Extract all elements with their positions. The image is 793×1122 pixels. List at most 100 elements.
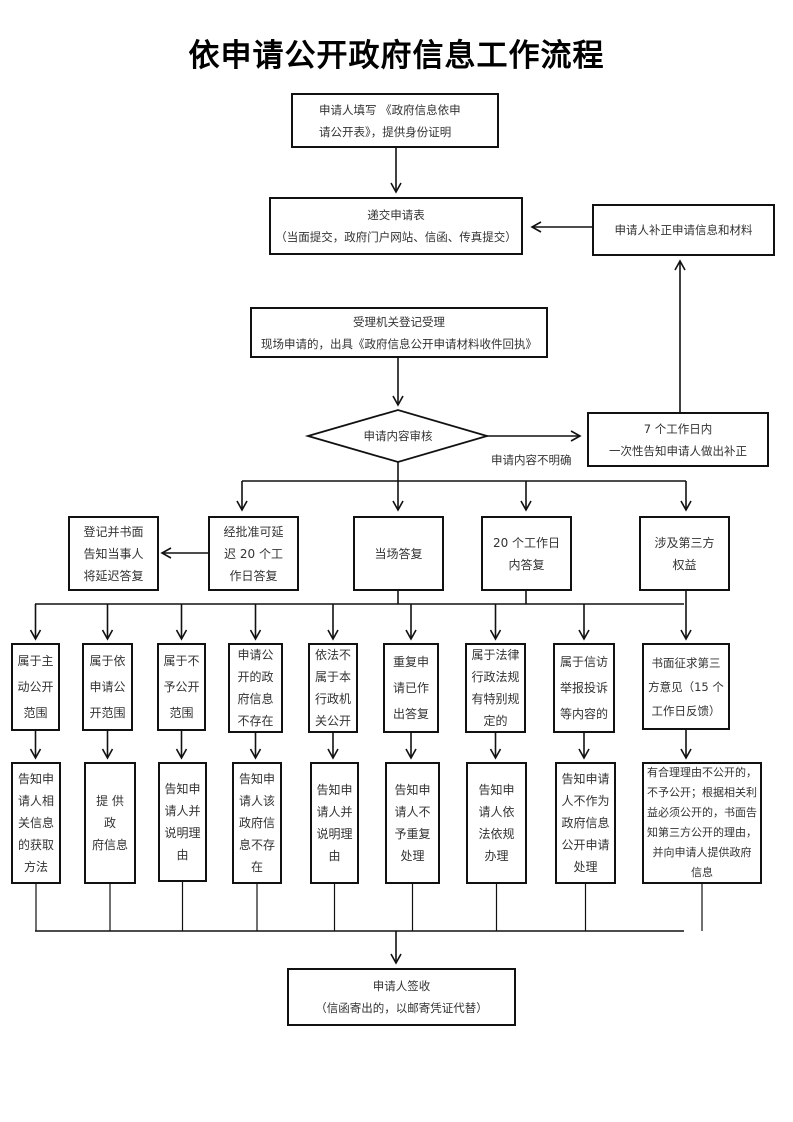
extend-20-box: 经批准可延 迟 20 个工 作日答复: [208, 516, 299, 591]
category-8-line: 属于信访: [559, 655, 608, 669]
category-6-line: 请已作: [392, 681, 429, 695]
response-3-line: 请人并: [164, 804, 201, 818]
category-3-line: 属于不: [163, 654, 200, 668]
response-4-line: 政府信: [238, 816, 275, 830]
category-1-line: 属于主: [17, 654, 54, 668]
category-9-line: 书面征求第三: [651, 655, 721, 670]
response-9-line: 有合理理由不公开的，: [647, 766, 757, 779]
category-2-line: 申请公: [89, 680, 126, 694]
on-site-box: 当场答复: [353, 516, 444, 591]
submit-box: 递交申请表 （当面提交，政府门户网站、信函、传真提交）: [269, 197, 523, 255]
response-8-line: 公开申请: [561, 838, 610, 852]
category-6-line: 出答复: [392, 707, 429, 721]
response-4-line: 息不存: [238, 838, 275, 852]
on-site-text: 当场答复: [374, 546, 423, 561]
category-8-line: 等内容的: [559, 707, 608, 721]
response-7-line: 请人依: [478, 805, 515, 819]
response-1-line: 的获取: [17, 838, 54, 852]
category-7-line: 行政法规: [471, 670, 520, 684]
response-2-box: 提 供 政府信息: [84, 762, 136, 884]
response-7-line: 办理: [484, 849, 509, 863]
response-4-line: 告知申: [238, 772, 275, 786]
response-3-line: 由: [176, 848, 189, 862]
category-4-line: 府信息: [237, 692, 274, 706]
extend-20-line-1: 经批准可延: [223, 524, 284, 539]
supplement-text: 申请人补正申请信息和材料: [614, 223, 753, 237]
category-4-line: 开的政: [237, 670, 274, 684]
response-3-line: 告知申: [164, 782, 201, 796]
supplement-box: 申请人补正申请信息和材料: [592, 204, 775, 256]
final-line-2: （信函寄出的，以邮寄凭证代替）: [315, 1001, 488, 1015]
within-20-line-2: 内答复: [508, 557, 545, 572]
category-4-line: 不存在: [237, 714, 274, 728]
submit-line-1: 递交申请表: [367, 208, 425, 222]
response-9-line: 并向申请人提供政府: [652, 846, 752, 859]
register-line-1: 受理机关登记受理: [353, 314, 445, 329]
response-6-line: 处理: [400, 849, 425, 863]
category-5-line: 行政机: [314, 692, 351, 706]
category-8-box: 属于信访举报投诉等内容的: [553, 643, 615, 733]
category-7-line: 有特别规: [471, 692, 520, 706]
category-6-box: 重复申请已作出答复: [383, 643, 439, 733]
category-3-line: 予公开: [163, 680, 200, 694]
within-20-line-1: 20 个工作日: [492, 535, 561, 550]
category-1-line: 动公开: [17, 680, 54, 694]
category-2-line: 开范围: [89, 706, 126, 720]
category-3-line: 范围: [169, 706, 194, 720]
category-7-box: 属于法律行政法规有特别规定的: [465, 643, 526, 733]
response-4-box: 告知申请人该政府信息不存在: [232, 762, 282, 884]
notify-delay-box: 登记并书面 告知当事人 将延迟答复: [68, 516, 159, 591]
category-8-line: 举报投诉: [559, 681, 608, 695]
category-5-line: 属于本: [314, 670, 351, 684]
response-3-box: 告知申请人并说明理由: [158, 762, 207, 882]
response-9-line: 信息: [691, 866, 713, 879]
final-box: 申请人签收 （信函寄出的，以邮寄凭证代替）: [287, 968, 516, 1026]
submit-line-2: （当面提交，政府门户网站、信函、传真提交）: [275, 230, 517, 244]
response-1-box: 告知申请人相关信息的获取方法: [11, 762, 61, 884]
response-5-line: 由: [328, 849, 341, 863]
notify-7days-box: 7 个工作日内 一次性告知申请人做出补正: [587, 412, 769, 467]
notify-7days-line-1: 7 个工作日内: [643, 421, 713, 436]
response-9-line: 益必须公开的，书面告: [647, 806, 757, 819]
response-5-line: 告知申: [316, 783, 353, 797]
review-text: 申请内容审核: [363, 429, 433, 443]
notify-delay-line-2: 告知当事人: [83, 546, 144, 561]
response-6-box: 告知申请人不予重复处理: [385, 762, 440, 884]
category-7-line: 属于法律: [471, 648, 520, 662]
category-1-box: 属于主动公开范围: [11, 643, 60, 731]
category-9-box: 书面征求第三方意见（15 个工作日反馈）: [642, 643, 730, 730]
response-3-line: 说明理: [164, 826, 201, 840]
third-party-line-1: 涉及第三方: [654, 535, 715, 550]
notify-delay-line-1: 登记并书面: [83, 524, 144, 539]
category-6-line: 重复申: [392, 655, 429, 669]
response-8-box: 告知申请人不作为政府信息公开申请处理: [555, 762, 616, 884]
response-8-line: 人不作为: [561, 794, 610, 808]
category-4-line: 申请公: [237, 648, 274, 662]
response-5-line: 说明理: [316, 827, 353, 841]
response-9-box: 有合理理由不公开的，不予公开；根据相关利益必须公开的，书面告知第三方公开的理由，…: [642, 762, 762, 884]
fill-form-line-2: 请公开表》，提供身份证明: [319, 124, 452, 139]
response-8-line: 告知申请: [561, 772, 610, 786]
category-2-box: 属于依申请公开范围: [82, 643, 133, 731]
extend-20-line-2: 迟 20 个工: [224, 546, 283, 561]
response-1-line: 方法: [23, 860, 48, 874]
within-20-box: 20 个工作日 内答复: [481, 516, 572, 591]
final-line-1: 申请人签收: [372, 979, 431, 993]
response-4-line: 请人该: [238, 794, 275, 808]
category-5-line: 关公开: [314, 714, 351, 728]
response-7-line: 法依规: [478, 827, 515, 841]
category-3-box: 属于不予公开范围: [157, 643, 206, 731]
response-8-line: 政府信息: [561, 816, 610, 830]
notify-delay-line-3: 将延迟答复: [83, 568, 144, 583]
category-1-line: 范围: [23, 706, 48, 720]
response-1-line: 请人相: [17, 794, 54, 808]
category-4-box: 申请公开的政府信息不存在: [228, 643, 283, 733]
response-2-line: 提 供 政: [96, 794, 124, 830]
response-1-line: 告知申: [17, 772, 54, 786]
fill-form-box: 申请人填写 《政府信息依申 请公开表》，提供身份证明: [291, 93, 499, 148]
response-9-line: 知第三方公开的理由，: [647, 826, 757, 839]
response-6-line: 告知申: [394, 783, 431, 797]
response-4-line: 在: [250, 860, 263, 874]
category-9-line: 方意见（15 个: [648, 679, 724, 694]
